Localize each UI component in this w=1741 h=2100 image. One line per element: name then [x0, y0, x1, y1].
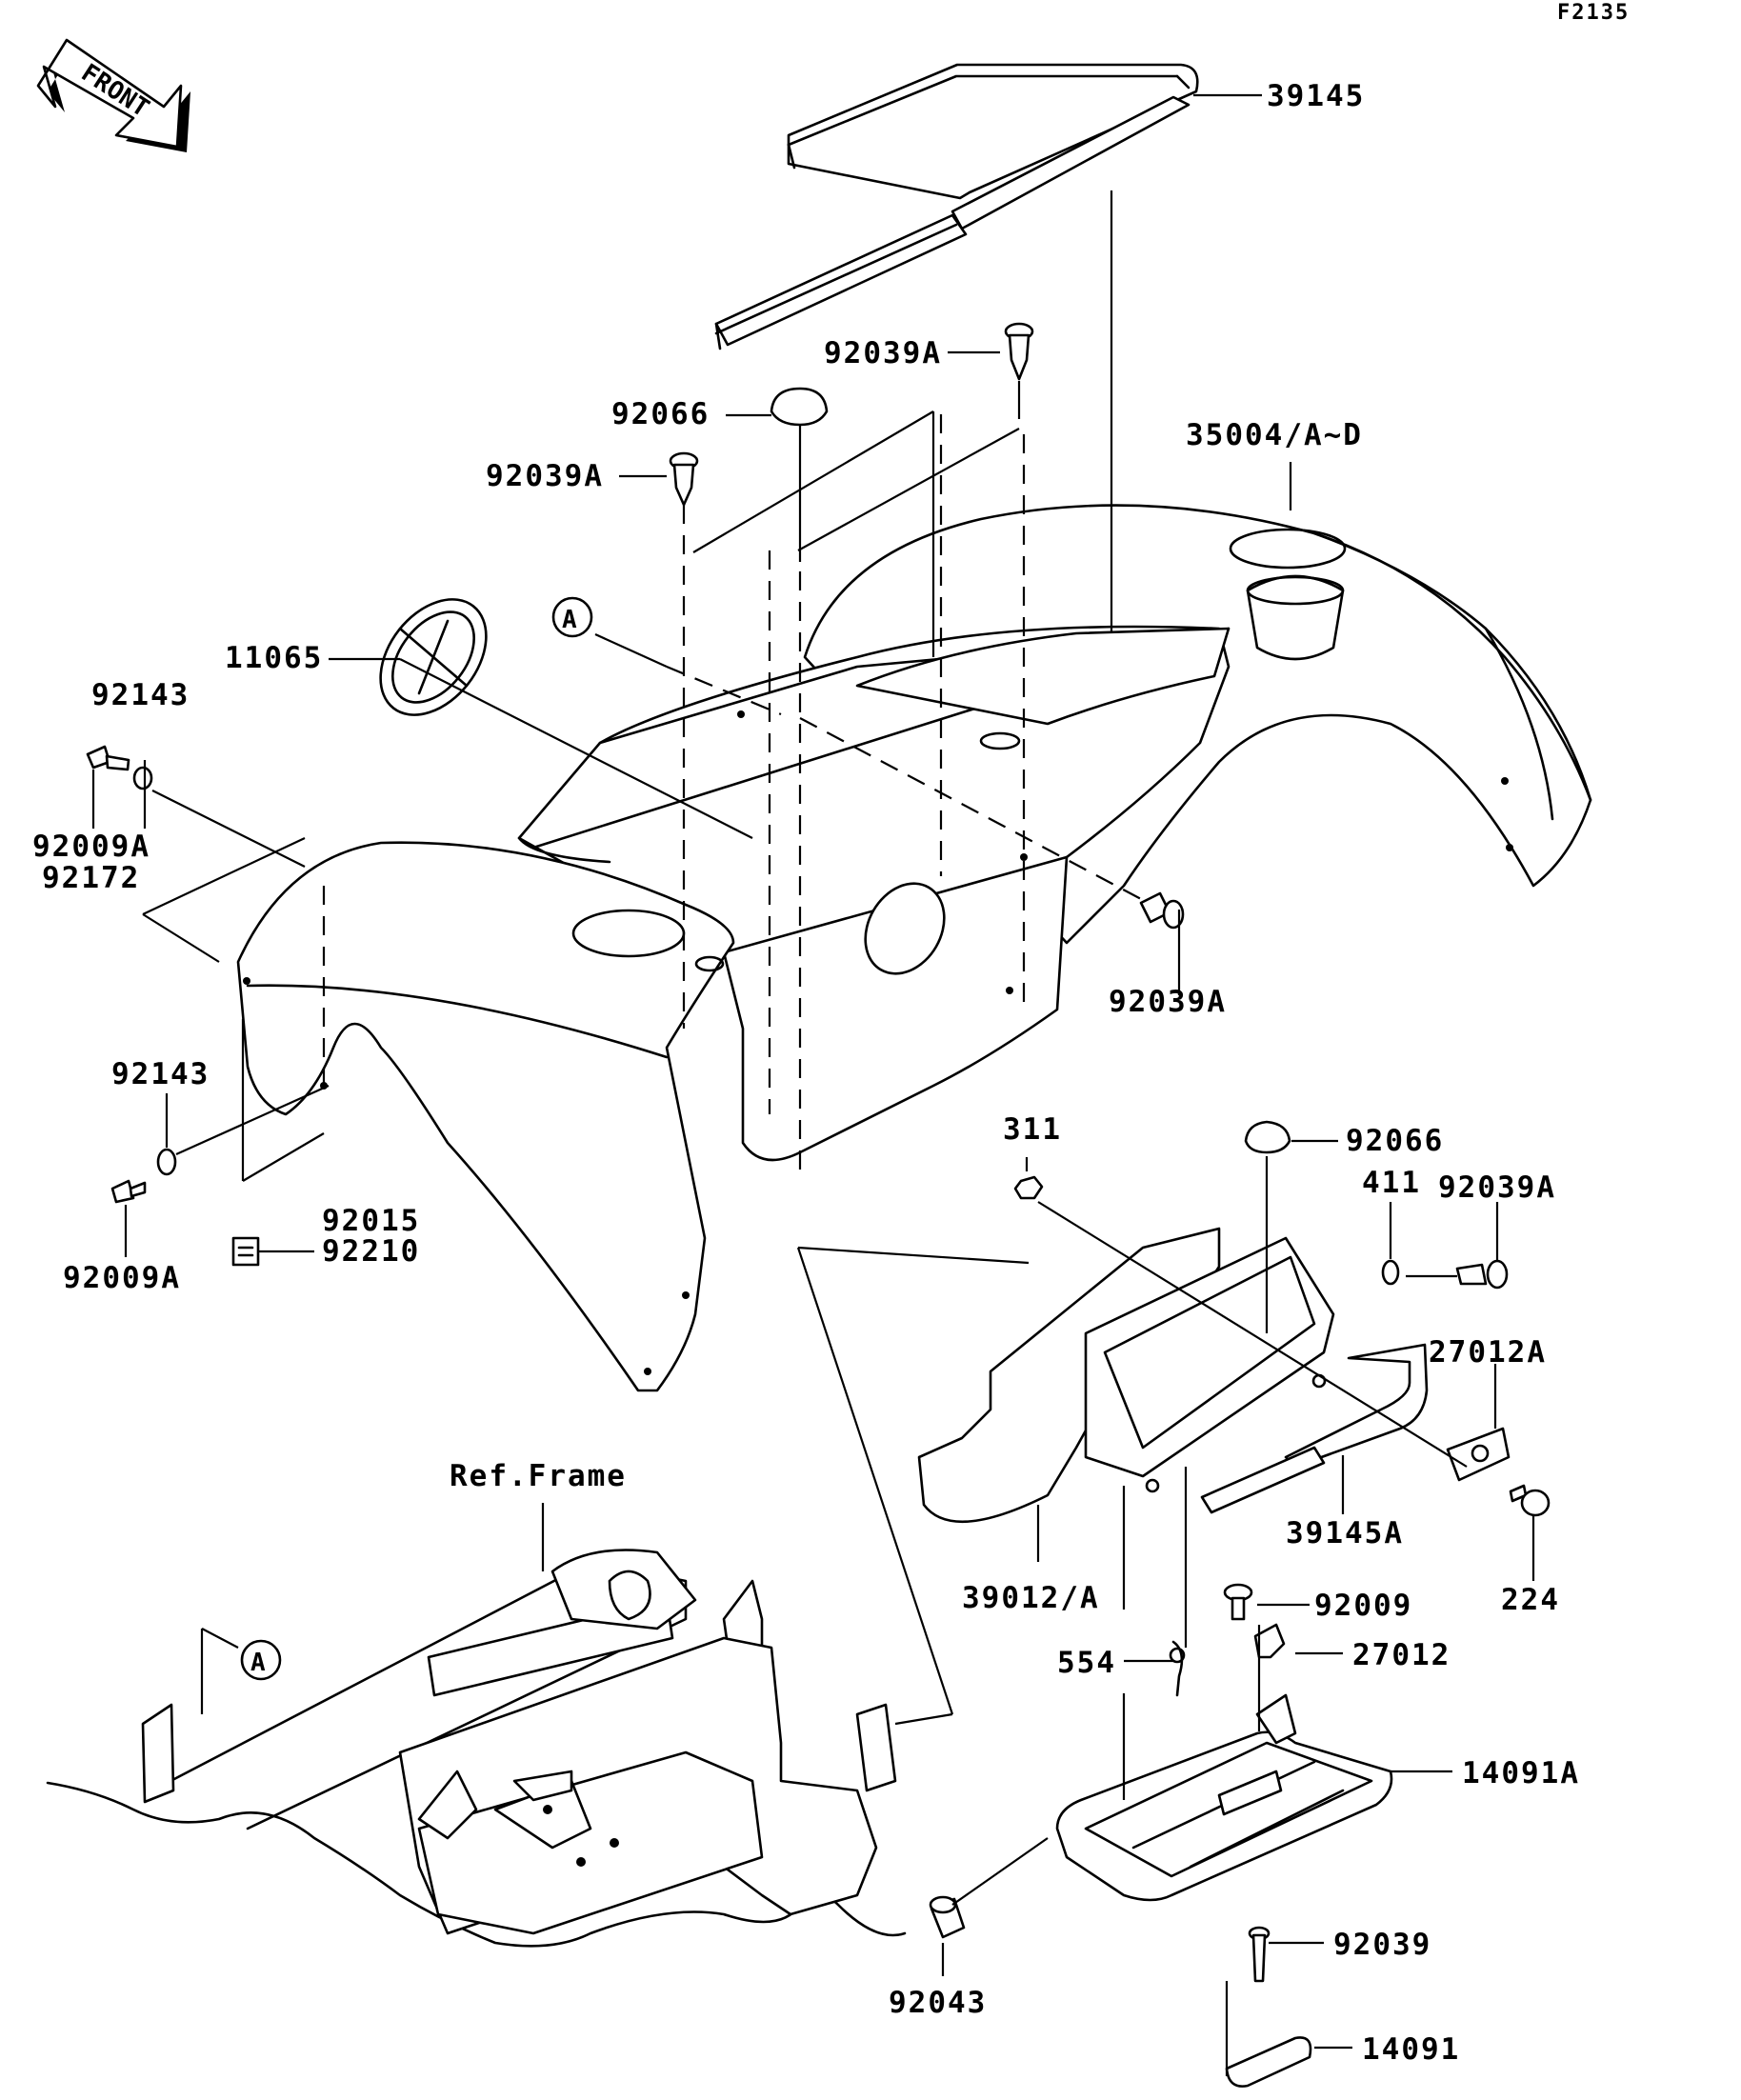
label-92043: 92043	[889, 1986, 987, 2020]
bolt-92009A-top	[86, 745, 130, 771]
label-14091A: 14091A	[1462, 1756, 1580, 1790]
left-fender	[236, 841, 735, 1392]
label-92143-top: 92143	[91, 678, 190, 712]
callout-a-top: A	[551, 596, 593, 638]
seal-rail-39145	[714, 63, 1199, 350]
callout-a-top-label: A	[562, 606, 579, 634]
part-labels: 39145 92039A 92066 92039A 35004/A~D 1106…	[32, 79, 1580, 2067]
label-92172: 92172	[42, 861, 140, 895]
label-554: 554	[1057, 1646, 1116, 1680]
washer-92143-top	[132, 766, 153, 790]
push-rivet-92039A-left	[669, 451, 699, 507]
rivet-92039	[1248, 1926, 1271, 1983]
label-92210: 92210	[322, 1234, 420, 1269]
label-92009A-bot: 92009A	[63, 1261, 181, 1295]
label-92039A-left: 92039A	[486, 459, 604, 493]
nut-311	[1013, 1175, 1044, 1200]
label-92066-box: 92066	[1346, 1124, 1444, 1158]
screw-224	[1509, 1484, 1551, 1517]
figure-code: F2135	[1557, 1, 1630, 25]
label-27012A: 27012A	[1429, 1335, 1547, 1370]
label-14091: 14091	[1362, 2032, 1460, 2067]
bolt-92009	[1223, 1583, 1253, 1621]
label-92009A-top: 92009A	[32, 830, 150, 864]
label-92039A-right: 92039A	[1109, 985, 1227, 1019]
latch-27012A	[1446, 1427, 1511, 1482]
label-92066-top: 92066	[611, 397, 710, 431]
label-92039: 92039	[1333, 1928, 1431, 1962]
label-224: 224	[1501, 1583, 1560, 1617]
push-rivet-92039A-top	[1004, 322, 1034, 381]
label-11065: 11065	[225, 641, 323, 675]
bolt-92009A-bot	[110, 1179, 147, 1204]
reference-frame	[46, 1549, 907, 1948]
label-311: 311	[1003, 1112, 1062, 1147]
cap-92066-box	[1244, 1120, 1291, 1154]
washer-411	[1381, 1259, 1400, 1286]
label-92039A-box: 92039A	[1438, 1170, 1556, 1205]
lid-14091A	[1055, 1693, 1393, 1902]
label-39145: 39145	[1267, 79, 1365, 113]
seal-rail-39145A	[1200, 1343, 1429, 1514]
grommet-11065	[379, 598, 488, 716]
label-92015: 92015	[322, 1204, 420, 1238]
washer-92143-mid	[156, 1148, 177, 1176]
front-arrow-icon: FRONT	[36, 38, 190, 152]
callout-a-bottom: A	[240, 1639, 282, 1681]
toolbox-39012	[917, 1227, 1335, 1524]
push-rivet-92039A-right	[1139, 891, 1185, 930]
label-35004: 35004/A~D	[1186, 418, 1363, 452]
nut-92015	[231, 1236, 260, 1267]
label-39012: 39012/A	[962, 1581, 1100, 1615]
cap-92066-top	[770, 387, 829, 427]
label-ref-frame: Ref.Frame	[450, 1459, 627, 1493]
label-92143-mid: 92143	[111, 1057, 210, 1091]
storage-tray	[517, 625, 1231, 1162]
pin-92043	[929, 1895, 966, 1939]
label-39145A: 39145A	[1286, 1516, 1404, 1550]
label-27012: 27012	[1352, 1638, 1451, 1672]
label-92009: 92009	[1314, 1589, 1412, 1623]
clip-554	[1169, 1640, 1186, 1697]
handle-14091	[1225, 2036, 1312, 2088]
label-92039A-top: 92039A	[824, 336, 942, 370]
push-rivet-92039A-box	[1455, 1259, 1509, 1290]
label-411: 411	[1362, 1166, 1421, 1200]
reference-lines	[91, 93, 1535, 2076]
callout-a-bottom-label: A	[250, 1649, 268, 1677]
